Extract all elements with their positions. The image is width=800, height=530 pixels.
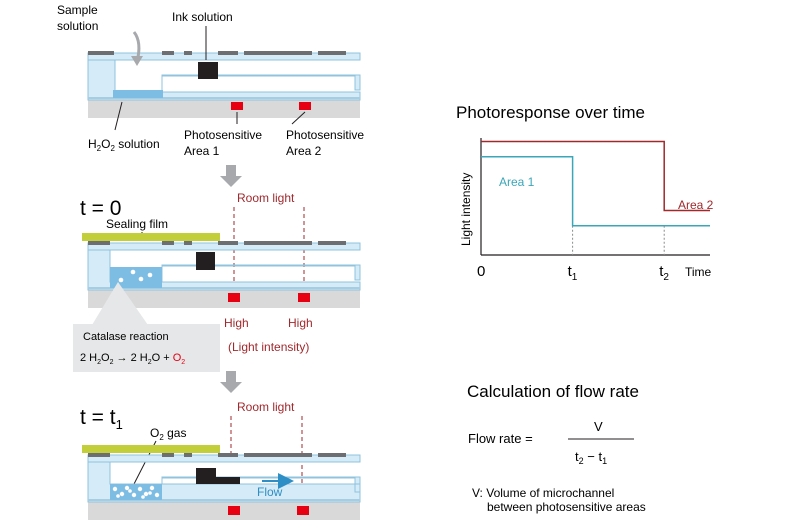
formula-denominator: t2 − t1 [575, 449, 607, 466]
light-intensity-note: (Light intensity) [228, 340, 309, 354]
series-layer [481, 140, 710, 227]
sample-solution-label: Sample solution [57, 3, 101, 33]
callout-pointer [92, 282, 148, 325]
photosensor-1 [231, 102, 243, 110]
o2-gas-label: O2 gas [150, 426, 186, 442]
photosensor-2 [299, 102, 311, 110]
t0-label: t = 0 [80, 197, 121, 220]
photosensor-2-t1 [297, 506, 309, 515]
photoresponse-chart: Photoresponse over time Light intensity … [456, 103, 714, 283]
ink-solution-label: Ink solution [172, 10, 233, 24]
sealing-film-label: Sealing film [106, 217, 168, 231]
series-line-2 [481, 140, 710, 212]
ink-block-t1 [196, 468, 216, 484]
ink-block-t0 [196, 252, 215, 270]
formula-heading: Calculation of flow rate [467, 382, 639, 401]
ink-block [198, 62, 218, 79]
room-light-label-1: Room light [237, 191, 295, 205]
high-label-1: High [224, 316, 249, 330]
chart-ylabel: Light intensity [459, 173, 473, 246]
series-label-area2: Area 2 [678, 198, 714, 212]
sealing-film [82, 233, 220, 241]
room-light-label-2: Room light [237, 400, 295, 414]
photosensor-1-t0 [228, 293, 240, 302]
catalase-title: Catalase reaction [83, 331, 169, 343]
o2-filled-reservoir [110, 484, 162, 500]
catalase-equation: 2 H2O2 → 2 H2O + O2 [80, 352, 185, 366]
device-panel-initial [87, 51, 361, 118]
ink-front [216, 477, 240, 484]
o2-gas-bubbles [112, 485, 160, 499]
device-panel-t0 [82, 233, 361, 308]
mask-segments [88, 51, 346, 55]
step-arrow-1 [220, 165, 242, 187]
h2o2-solution-label: H2O2 solution [88, 137, 160, 153]
series-line-1 [481, 155, 710, 227]
origin-label: 0 [477, 263, 485, 280]
chart-xlabel: Time [685, 265, 712, 279]
sealing-film-t1 [82, 445, 220, 453]
high-label-2: High [288, 316, 313, 330]
series-label-area1: Area 1 [499, 175, 535, 189]
formula-numerator: V [594, 419, 603, 434]
area1-label: Photosensitive Area 1 [184, 128, 265, 158]
formula-note: V: Volume of microchannel between photos… [472, 486, 646, 514]
flow-label: Flow [257, 485, 283, 499]
area2-label: Photosensitive Area 2 [286, 128, 367, 158]
h2o2-layer [113, 90, 163, 98]
catalase-box [73, 324, 220, 372]
substrate [88, 100, 360, 118]
photosensor-2-t0 [298, 293, 310, 302]
o2-bubbles [118, 269, 153, 283]
t1-label: t = t1 [80, 406, 123, 432]
tick-label-1: t1 [568, 263, 578, 283]
flow-rate-formula: Calculation of flow rate Flow rate = V t… [467, 382, 646, 514]
chart-title: Photoresponse over time [456, 103, 645, 122]
tick-label-2: t2 [659, 263, 669, 283]
device-panel-t1 [82, 445, 361, 520]
photosensor-1-t1 [228, 506, 240, 515]
step-arrow-2 [220, 371, 242, 393]
tick-layer: t1 t2 [568, 225, 669, 283]
formula-lhs: Flow rate = [468, 431, 533, 446]
h2o2-reservoir [110, 267, 162, 288]
